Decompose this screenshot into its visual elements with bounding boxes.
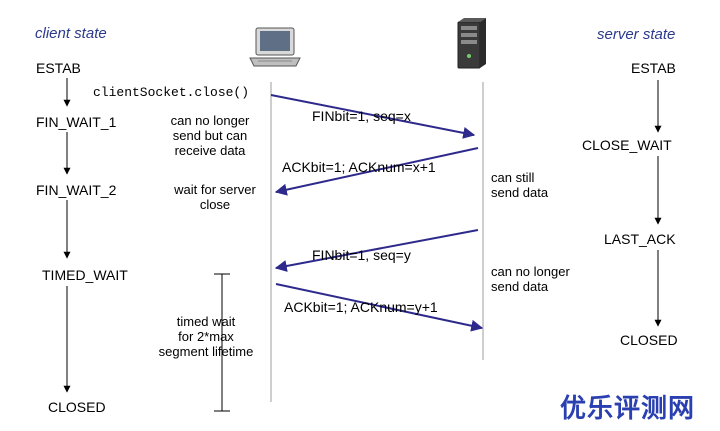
ack-client-label: ACKbit=1; ACKnum=y+1 xyxy=(284,299,438,315)
note-line: wait for server xyxy=(174,182,256,197)
server-state-estab: ESTAB xyxy=(631,60,676,76)
note-can-still-send: can still send data xyxy=(491,170,548,200)
note-line: receive data xyxy=(174,143,246,158)
note-line: send data xyxy=(491,185,549,200)
note-line: send data xyxy=(491,279,549,294)
note-line: can no longer xyxy=(170,113,250,128)
ack-client-arrow xyxy=(275,283,484,332)
note-line: send but can xyxy=(172,128,248,143)
note-server-no-longer-send: can no longer send data xyxy=(491,264,570,294)
ack-server-label: ACKbit=1; ACKnum=x+1 xyxy=(282,159,436,175)
fin-server-label: FINbit=1, seq=y xyxy=(312,247,411,263)
fin-client-label: FINbit=1, seq=x xyxy=(312,108,411,124)
note-timed-wait: timed wait for 2*max segment lifetime xyxy=(146,314,266,359)
note-line: for 2*max xyxy=(178,329,234,344)
client-state-fin-wait-1: FIN_WAIT_1 xyxy=(36,114,117,130)
note-line: segment lifetime xyxy=(158,344,254,359)
fin-server-arrow xyxy=(274,229,479,272)
note-line: can no longer xyxy=(491,264,570,279)
server-state-header: server state xyxy=(597,26,676,43)
client-state-header: client state xyxy=(35,25,107,42)
server-state-last-ack: LAST_ACK xyxy=(604,231,676,247)
server-tower-icon xyxy=(457,18,486,69)
client-state-fin-wait-2: FIN_WAIT_2 xyxy=(36,182,117,198)
server-state-close-wait: CLOSE_WAIT xyxy=(582,137,672,153)
note-wait-server-close: wait for server close xyxy=(163,182,267,212)
watermark-text: 优乐评测网 xyxy=(560,394,696,424)
laptop-icon xyxy=(249,27,301,67)
ack-server-arrow xyxy=(274,147,479,196)
client-state-closed: CLOSED xyxy=(48,399,106,415)
client-state-timed-wait: TIMED_WAIT xyxy=(42,267,128,283)
server-state-closed: CLOSED xyxy=(620,332,678,348)
note-line: close xyxy=(199,197,231,212)
note-line: timed wait xyxy=(176,314,236,329)
client-state-estab: ESTAB xyxy=(36,60,81,76)
close-call-label: clientSocket.close() xyxy=(93,85,250,100)
timed-wait-bracket xyxy=(214,273,230,412)
fin-client-arrow xyxy=(270,94,476,139)
note-line: can still xyxy=(491,170,535,185)
note-no-longer-send: can no longer send but can receive data xyxy=(160,113,260,158)
